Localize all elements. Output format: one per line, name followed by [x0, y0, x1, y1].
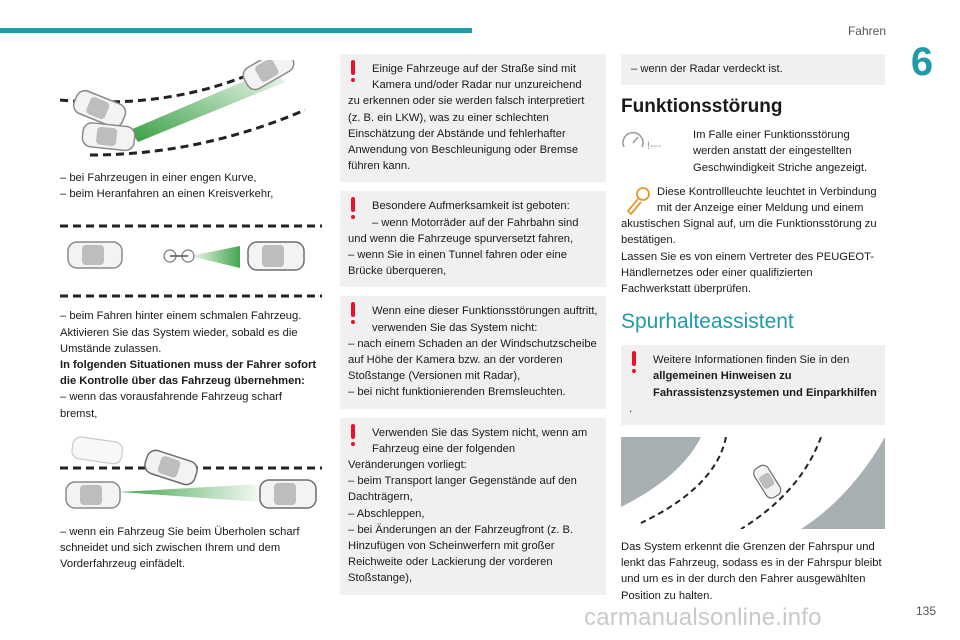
lane-text: Das System erkennt die Grenzen der Fahrs… [621, 541, 882, 602]
paragraph: Aktivieren Sie das System wieder, sobald… [60, 326, 298, 355]
warning-icon [350, 302, 356, 325]
warning-icon [350, 60, 356, 82]
warning-box: Besondere Aufmerksamkeit ist geboten: – … [340, 191, 606, 288]
list-item: – beim Fahren hinter einem schmalen Fahr… [60, 310, 302, 323]
info-box: Weitere Informationen finden Sie in den … [621, 345, 885, 426]
lightbulb-wrench-icon [622, 184, 654, 217]
fault-text: Im Falle einer Funktionsstörung werden a… [693, 129, 868, 174]
section-title: Fahren [847, 24, 886, 38]
cut-in-illustration [60, 436, 322, 509]
warning-box: Einige Fahrzeuge auf der Straße sind mit… [340, 54, 606, 183]
column-1: – bei Fahrzeugen in einer engen Kurve, –… [60, 60, 322, 572]
heading-fault: Funktionsstörung [621, 96, 783, 118]
curve-illustration [60, 60, 306, 157]
warning-icon [350, 423, 356, 446]
list-item: – bei Fahrzeugen in einer engen Kurve, [60, 172, 257, 184]
page-number: 135 [915, 604, 936, 618]
watermark: carmanualsonline.info [584, 604, 822, 631]
warning-icon [631, 351, 637, 374]
list-item: – wenn das vorausfahrende Fahrzeug schar… [60, 391, 283, 420]
warning-box: Wenn eine dieser Funktionsstörungen auft… [340, 296, 606, 409]
list-item: – wenn ein Fahrzeug Sie beim Überholen s… [60, 525, 300, 571]
bold-heading: In folgenden Situationen muss der Fahrer… [60, 359, 317, 388]
chapter-number: 6 [910, 40, 934, 84]
speedometer-fault-icon: !--- [621, 127, 693, 174]
fault-dashes: !--- [647, 140, 662, 153]
column-3: – wenn der Radar verdeckt ist. Funktions… [621, 54, 885, 604]
heading-lane-assist: Spurhalteassistent [621, 310, 794, 334]
warning-lamp-row: Diese Kontrollleuchte leuchtet in Verbin… [621, 184, 877, 296]
header-accent-bar [0, 28, 472, 33]
fault-row: !--- Im Falle einer Funktionsstörung wer… [621, 127, 885, 176]
narrow-vehicle-illustration [60, 224, 322, 298]
warning-icon [350, 197, 356, 220]
warning-box-continued: – wenn der Radar verdeckt ist. [621, 54, 885, 86]
warning-box: Verwenden Sie das System nicht, wenn am … [340, 417, 606, 595]
column-2: Einige Fahrzeuge auf der Straße sind mit… [340, 54, 606, 604]
list-item: – beim Heranfahren an einen Kreisverkehr… [60, 188, 274, 201]
lane-keeping-illustration [621, 437, 885, 530]
